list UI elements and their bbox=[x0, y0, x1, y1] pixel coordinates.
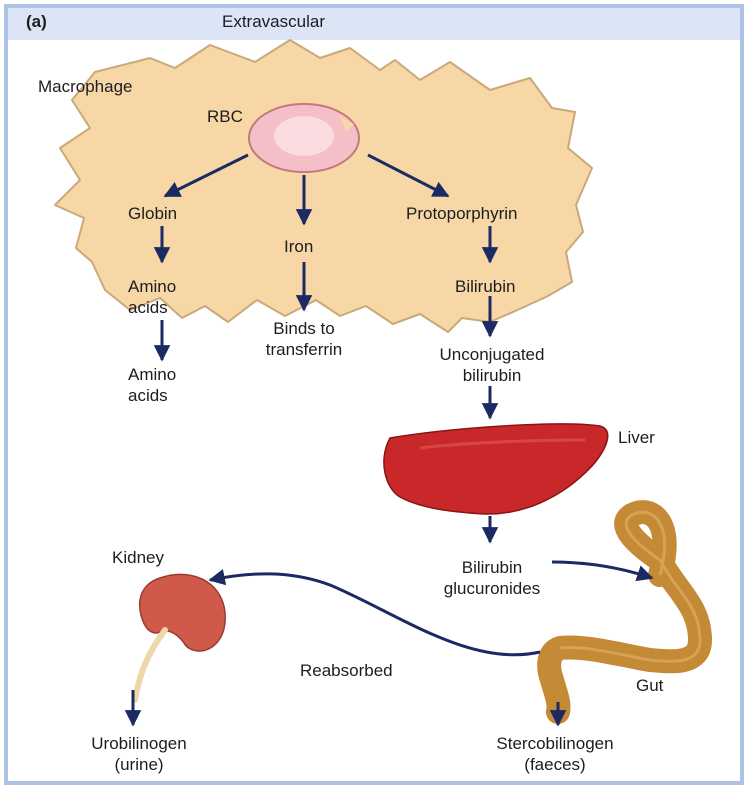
reabsorbed-label: Reabsorbed bbox=[300, 660, 393, 681]
iron-label: Iron bbox=[284, 236, 313, 257]
macrophage-label: Macrophage bbox=[38, 76, 133, 97]
rbc-center bbox=[274, 116, 334, 156]
protoporphyrin-label: Protoporphyrin bbox=[406, 203, 518, 224]
bilirubin-glucuronides-label: Bilirubin glucuronides bbox=[414, 557, 570, 599]
rbc-label: RBC bbox=[207, 106, 243, 127]
kidney-label: Kidney bbox=[112, 547, 164, 568]
stercobilinogen-label: Stercobilinogen (faeces) bbox=[460, 733, 650, 775]
unconjugated-bilirubin-label: Unconjugated bilirubin bbox=[412, 344, 572, 386]
bilirubin-label: Bilirubin bbox=[455, 276, 515, 297]
panel-label: (a) bbox=[26, 11, 47, 32]
header-band bbox=[8, 8, 740, 40]
amino-acids-inside-label: Amino acids bbox=[128, 276, 176, 318]
gut-label: Gut bbox=[636, 675, 663, 696]
binds-to-transferrin-label: Binds to transferrin bbox=[240, 318, 368, 360]
header-title: Extravascular bbox=[222, 11, 325, 32]
liver-label: Liver bbox=[618, 427, 655, 448]
urobilinogen-label: Urobilinogen (urine) bbox=[54, 733, 224, 775]
amino-acids-outside-label: Amino acids bbox=[128, 364, 176, 406]
globin-label: Globin bbox=[128, 203, 177, 224]
